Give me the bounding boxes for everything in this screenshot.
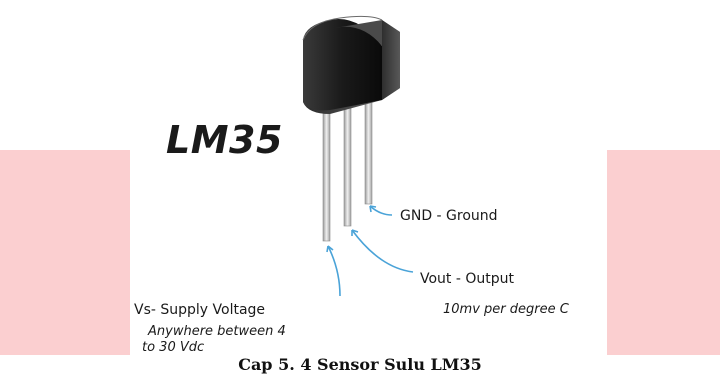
arrow-vout [351,229,414,273]
lead-gnd [364,95,373,205]
arrow-vout-head [351,229,359,236]
lm35-diagram: LM35 GND - Ground Vout - Output 10mv per… [130,10,607,355]
pin-arrows [326,205,414,297]
pin-note-vs-line2: to 30 Vdc [142,340,205,355]
arrow-vs [327,245,341,297]
pin-note-vs-line1: Anywhere between 4 [148,324,286,339]
to92-package-body [302,15,400,114]
pin-label-vout: Vout - Output [420,271,515,287]
lead-vs [322,97,331,242]
component-title: LM35 [166,118,283,162]
component-leads [322,95,373,242]
arrow-gnd-head [369,205,377,213]
lm35-illustration [302,15,414,297]
pin-label-vs: Vs- Supply Voltage [134,302,266,318]
pin-label-gnd: GND - Ground [400,208,498,224]
arrow-vs-head [326,245,334,253]
pin-note-vout: 10mv per degree C [443,302,569,317]
lead-vout [343,101,352,227]
figure-caption: Cap 5. 4 Sensor Sulu LM35 [238,355,482,374]
arrow-gnd [369,205,393,216]
